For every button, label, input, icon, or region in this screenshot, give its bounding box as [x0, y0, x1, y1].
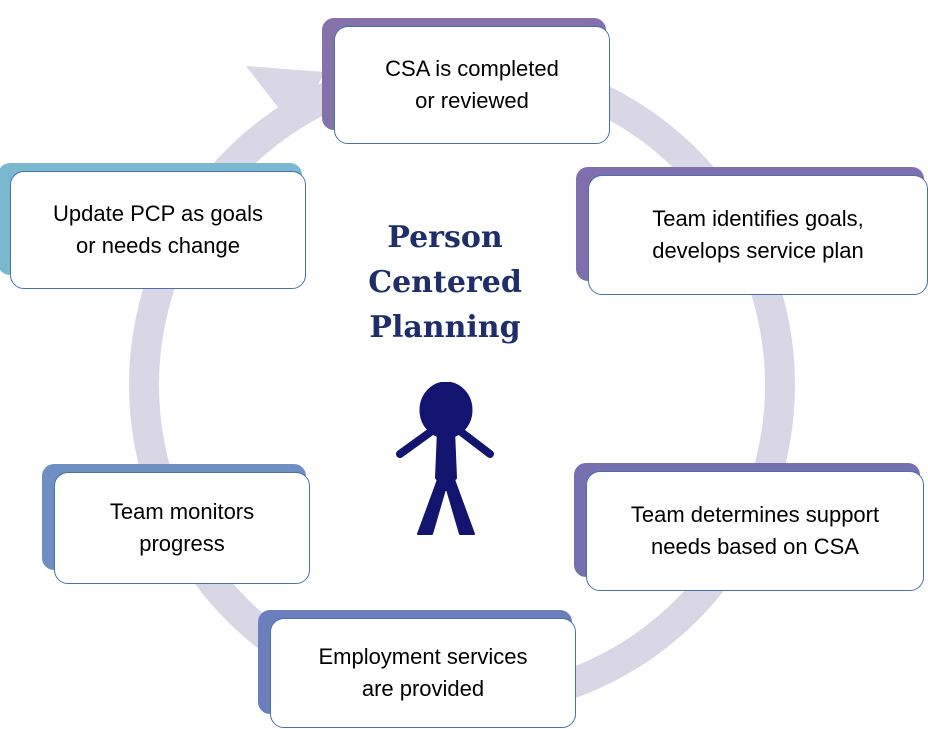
step-label: Team monitors progress [109, 499, 255, 556]
step-box: CSA is completed or reviewed [334, 26, 610, 144]
step-csa: CSA is completed or reviewed [322, 18, 610, 144]
step-box: Update PCP as goals or needs change [10, 171, 306, 289]
step-box: Team identifies goals, develops service … [588, 175, 928, 295]
step-label: Update PCP as goals or needs change [53, 201, 263, 258]
cycle-arrowhead [246, 66, 325, 128]
step-label: Employment services are provided [318, 644, 528, 701]
step-box: Employment services are provided [270, 618, 576, 728]
step-support: Team determines support needs based on C… [574, 463, 924, 591]
step-label: CSA is completed or reviewed [385, 56, 559, 113]
step-goals: Team identifies goals, develops service … [576, 167, 928, 295]
diagram-title: Person Centered Planning [368, 220, 522, 345]
step-label: Team determines support needs based on C… [630, 502, 880, 559]
step-label: Team identifies goals, develops service … [652, 206, 864, 263]
person-icon [396, 382, 494, 535]
step-update: Update PCP as goals or needs change [0, 163, 306, 289]
step-employment: Employment services are provided [258, 610, 576, 728]
step-monitor: Team monitors progress [42, 464, 310, 584]
step-box: Team monitors progress [54, 472, 310, 584]
step-box: Team determines support needs based on C… [586, 471, 924, 591]
